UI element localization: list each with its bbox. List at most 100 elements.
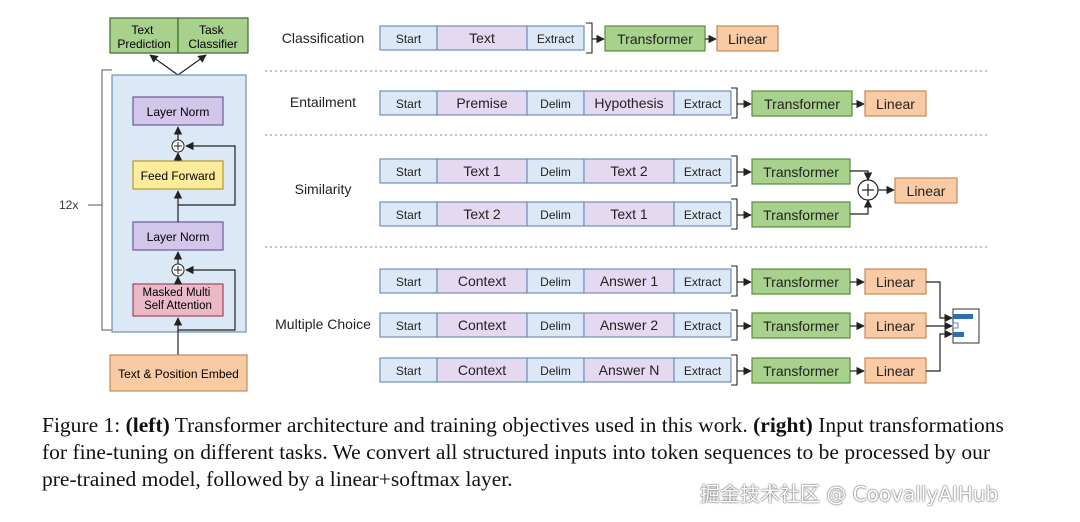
watermark: 掘金技术社区 @ CoovallyAIHub [700, 482, 999, 506]
similarity-2-token-4-label: Extract [684, 208, 722, 222]
text-prediction-head: Text Prediction [117, 23, 170, 51]
entailment-token-4-label: Extract [684, 97, 722, 111]
entailment-token-0-label: Start [396, 97, 422, 111]
multiple-choice-2-token-4 [673, 312, 732, 338]
task-classifier-line1: Task [199, 23, 225, 37]
similarity-1-token-2-label: Delim [540, 165, 571, 179]
similarity-1-token-0-label: Start [396, 165, 422, 179]
feed-forward-label: Feed Forward [141, 169, 216, 183]
multiple-choice-3-token-3-label: Answer N [599, 362, 660, 378]
masked-attention-label: Masked Multi Self Attention [143, 287, 214, 312]
classification-token-2-label: Extract [537, 32, 575, 46]
entailment-token-2-label: Delim [540, 97, 571, 111]
similarity-1-token-1-label: Text 1 [463, 163, 501, 179]
multiple-choice-linear-label-3: Linear [876, 363, 915, 379]
text-prediction-line1: Text [131, 23, 154, 37]
entailment-linear [864, 90, 927, 117]
multiple-choice-2-token-1 [436, 312, 528, 338]
gpt-diagram: Text Prediction Task Classifier 12x Laye… [59, 17, 988, 392]
multiple-choice-1-token-1 [436, 268, 528, 294]
multiple-choice-2-token-0 [379, 312, 438, 338]
multiple-choice-3-token-2-label: Delim [540, 364, 571, 378]
classification-linear-label: Linear [728, 31, 767, 47]
similarity-1-token-2 [526, 158, 585, 184]
multiple-choice-3-token-4 [673, 357, 732, 383]
classification-token-1-label: Text [469, 30, 495, 46]
repeat-count: 12x [59, 198, 78, 212]
similarity-2-token-3 [583, 201, 675, 227]
entailment-token-0 [379, 90, 438, 116]
caption-right-bold: (right) [753, 413, 813, 437]
architecture-panel: Text Prediction Task Classifier 12x Laye… [59, 17, 249, 392]
multiple-choice-2-token-3 [583, 312, 675, 338]
layer-norm-top-label: Layer Norm [147, 105, 210, 119]
similarity-2-token-2 [526, 201, 585, 227]
entailment-token-1-label: Premise [456, 95, 508, 111]
multiple-choice-linear-2 [864, 312, 927, 339]
multiple-choice-1-token-0-label: Start [396, 275, 422, 289]
multiple-choice-transformer-3 [751, 357, 851, 384]
masked-attention-line1: Masked Multi [143, 287, 211, 299]
multiple-choice-transformer-label-2: Transformer [763, 318, 839, 334]
multiple-choice-transformer-label-3: Transformer [763, 363, 839, 379]
similarity-2-token-2-label: Delim [540, 208, 571, 222]
similarity-linear-label: Linear [907, 183, 946, 199]
layer-norm-bottom [132, 221, 224, 251]
multiple-choice-1-token-2 [526, 268, 585, 294]
caption-left-text: Transformer architecture and training ob… [169, 413, 754, 437]
caption-left-bold: (left) [125, 413, 170, 437]
classification-transformer-label: Transformer [617, 31, 693, 47]
similarity-1-token-4 [673, 158, 732, 184]
multiple-choice-3-token-1-label: Context [458, 362, 506, 378]
entailment-linear-label: Linear [876, 96, 915, 112]
similarity-2-token-0-label: Start [396, 208, 422, 222]
multiple-choice-1-token-3-label: Answer 1 [600, 273, 659, 289]
multiple-choice-2-token-3-label: Answer 2 [600, 317, 659, 333]
output-heads: Text Prediction Task Classifier [109, 17, 249, 54]
similarity-1-token-3-label: Text 2 [610, 163, 648, 179]
task-label-similarity: Similarity [295, 181, 352, 197]
multiple-choice-2-token-2-label: Delim [540, 319, 571, 333]
multiple-choice-3-token-0 [379, 357, 438, 383]
similarity-transformer-label-2: Transformer [763, 207, 839, 223]
multiple-choice-1-token-4 [673, 268, 732, 294]
caption-prefix: Figure 1: [42, 413, 126, 437]
similarity-linear [894, 177, 958, 204]
classification-linear [716, 25, 779, 52]
masked-attention-line2: Self Attention [144, 300, 212, 312]
entailment-token-3 [583, 90, 675, 116]
caption-right-text: Input transformations for fine-tuning on… [42, 413, 1004, 491]
multiple-choice-transformer-label-1: Transformer [763, 274, 839, 290]
entailment-token-3-label: Hypothesis [594, 95, 663, 111]
similarity-transformer-2 [751, 201, 851, 228]
similarity-2-token-4 [673, 201, 732, 227]
similarity-2-token-3-label: Text 1 [610, 206, 648, 222]
multiple-choice-3-token-3 [583, 357, 675, 383]
feed-forward [132, 160, 224, 190]
multiple-choice-linear-label-1: Linear [876, 274, 915, 290]
multiple-choice-2-token-4-label: Extract [684, 319, 722, 333]
text-prediction-line2: Prediction [117, 37, 170, 51]
layer-norm-top [132, 96, 224, 126]
entailment-token-4 [673, 90, 732, 116]
classification-token-0 [379, 25, 438, 51]
multiple-choice-2-token-0-label: Start [396, 319, 422, 333]
similarity-1-token-3 [583, 158, 675, 184]
figure-caption: Figure 1: (left) Transformer architectur… [42, 412, 1027, 493]
similarity-1-token-4-label: Extract [684, 165, 722, 179]
multiple-choice-3-token-4-label: Extract [684, 364, 722, 378]
text-position-embed [109, 354, 248, 392]
multiple-choice-transformer-2 [751, 312, 851, 339]
classification-token-0-label: Start [396, 32, 422, 46]
multiple-choice-1-token-3 [583, 268, 675, 294]
multiple-choice-1-token-1-label: Context [458, 273, 506, 289]
task-classifier-line2: Classifier [188, 37, 237, 51]
classification-token-2 [526, 25, 585, 51]
classification-token-1 [436, 25, 528, 51]
multiple-choice-transformer-1 [751, 268, 851, 295]
layer-norm-bottom-label: Layer Norm [147, 230, 210, 244]
multiple-choice-1-token-2-label: Delim [540, 275, 571, 289]
task-classifier-head: Task Classifier [188, 23, 237, 51]
